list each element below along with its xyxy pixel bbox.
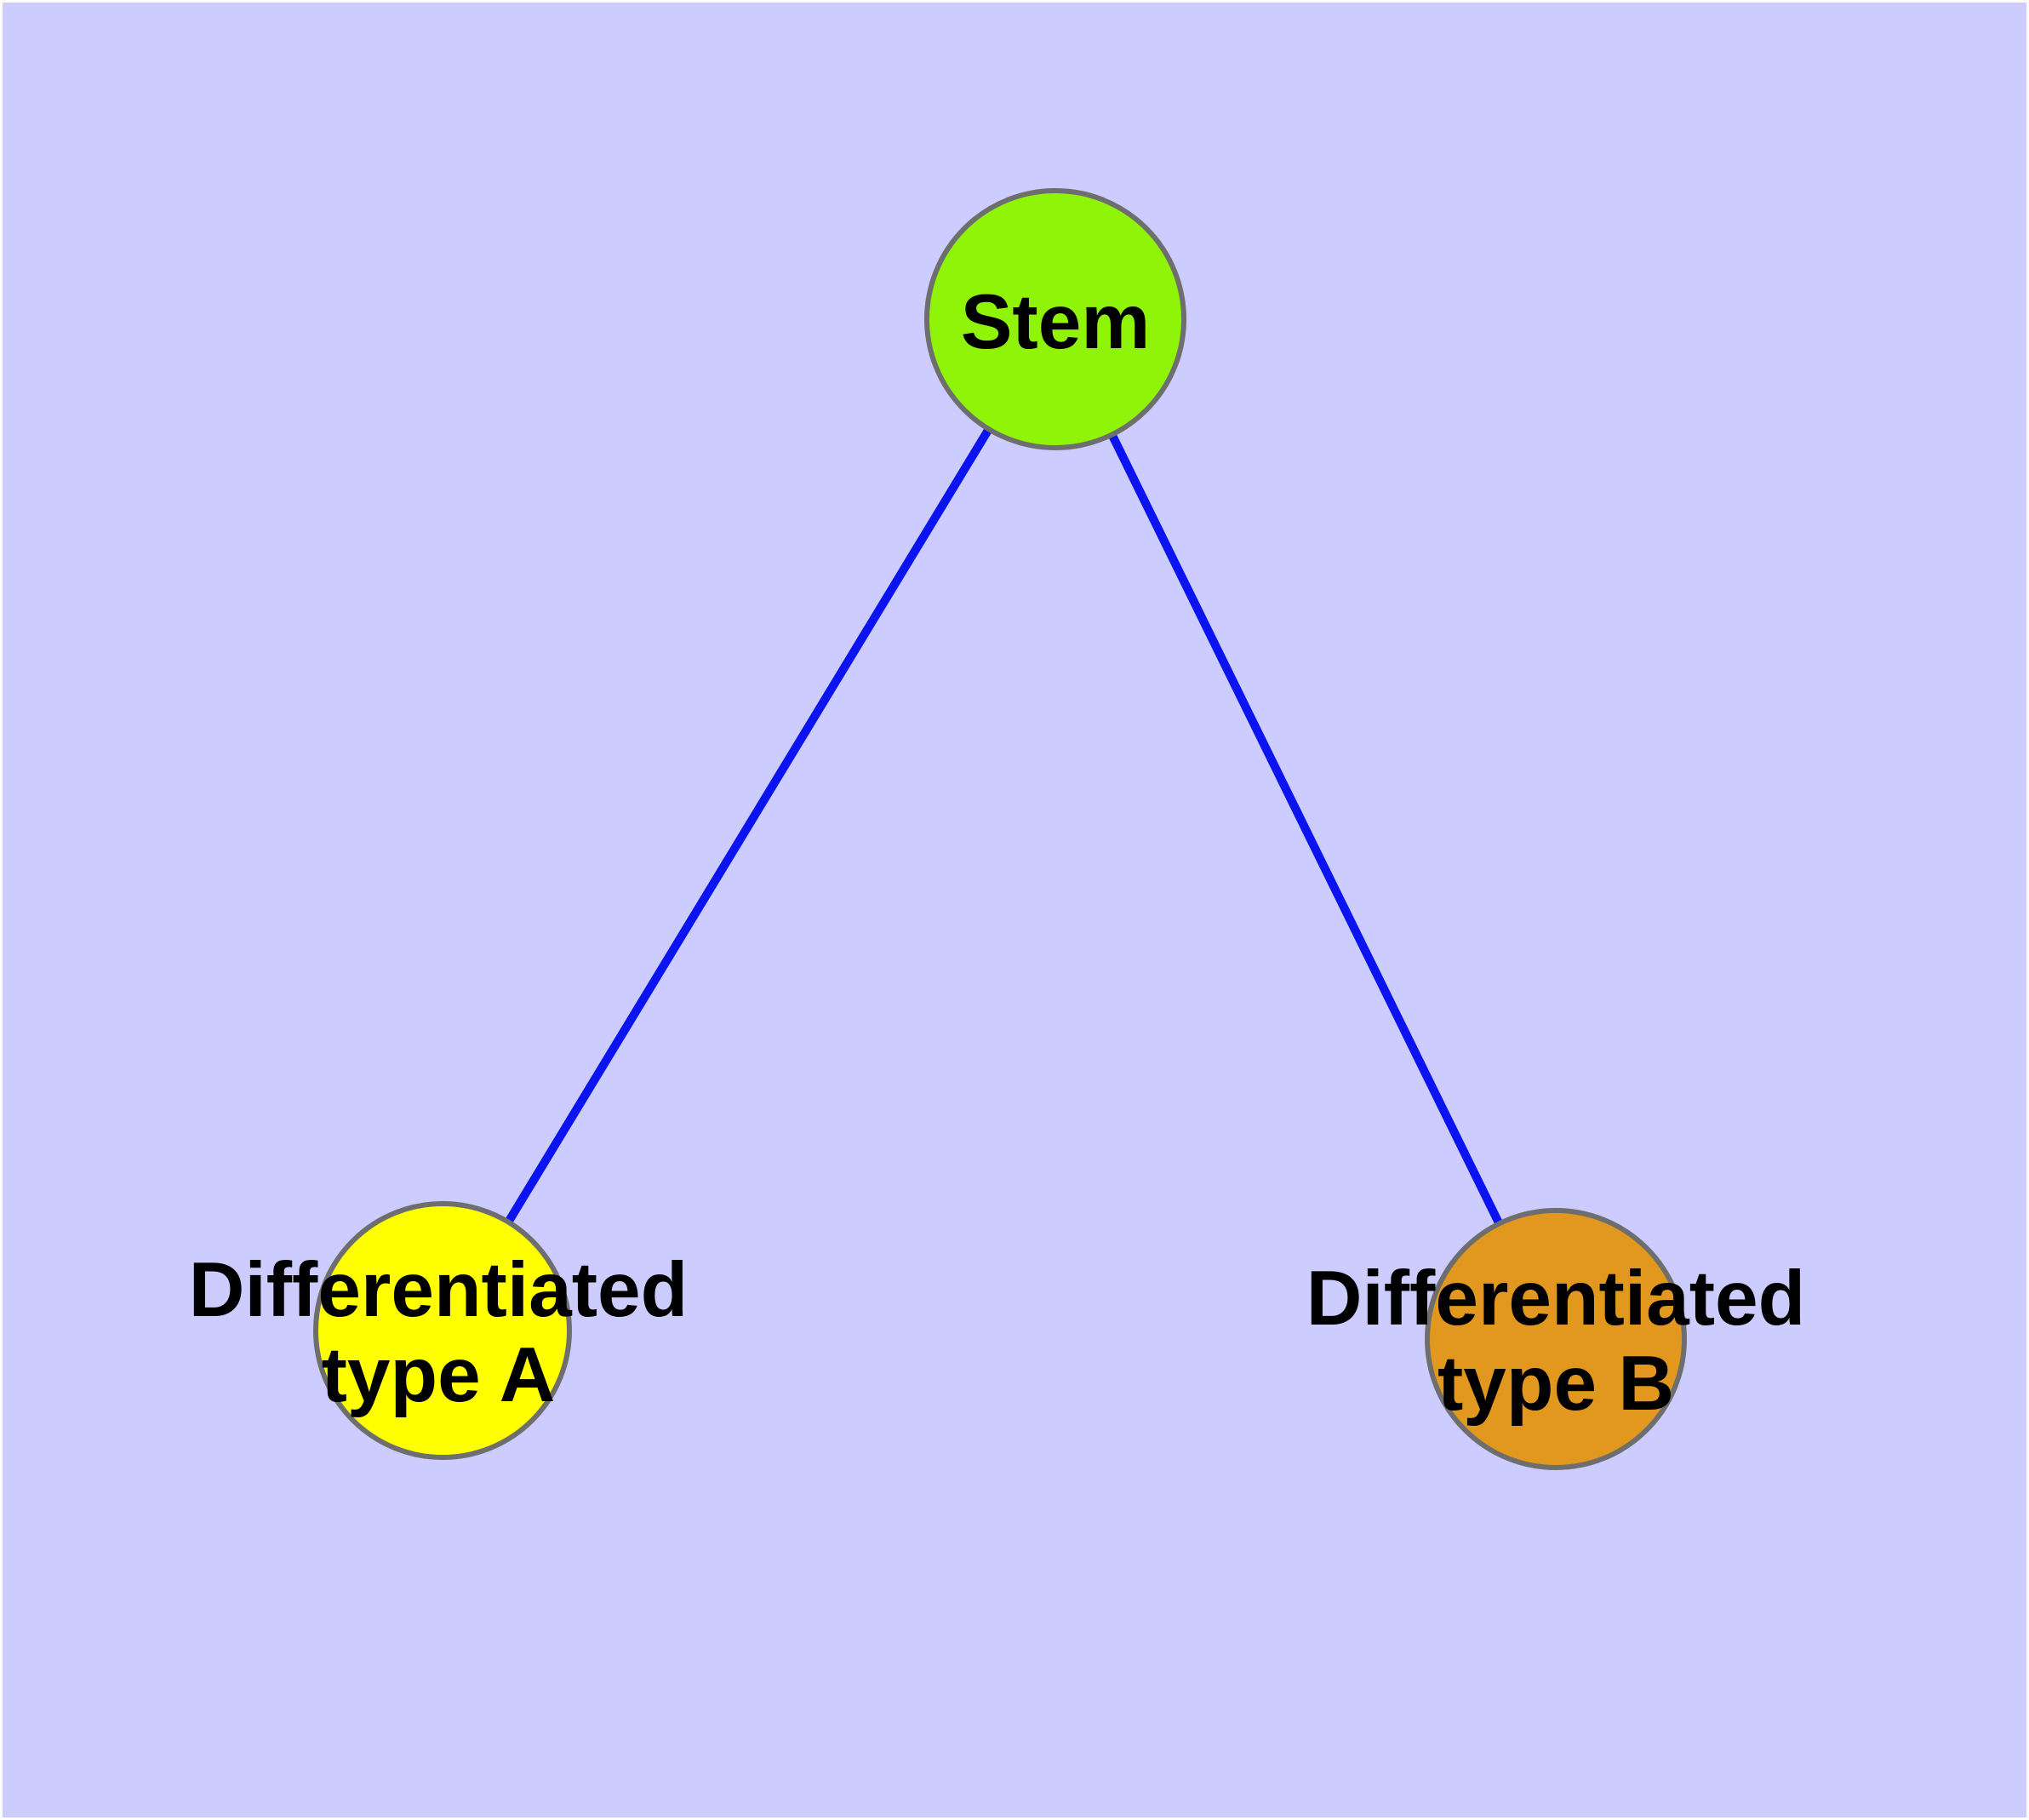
- edge-stem-to-type-a: [438, 317, 1060, 1333]
- node-stem-label: Stem: [961, 279, 1151, 365]
- node-differentiated-type-a-label-line1: Differentiated: [189, 1247, 689, 1333]
- node-differentiated-type-a-circle: [313, 1201, 572, 1460]
- node-differentiated-type-a-label-line2: type A: [322, 1332, 556, 1418]
- node-differentiated-type-b-label-line1: Differentiated: [1306, 1256, 1806, 1342]
- node-differentiated-type-b-label-line2: type B: [1437, 1341, 1674, 1427]
- edge-stem-to-type-b: [1051, 317, 1560, 1342]
- node-stem-circle: [924, 188, 1186, 450]
- node-differentiated-type-b-circle: [1425, 1208, 1687, 1470]
